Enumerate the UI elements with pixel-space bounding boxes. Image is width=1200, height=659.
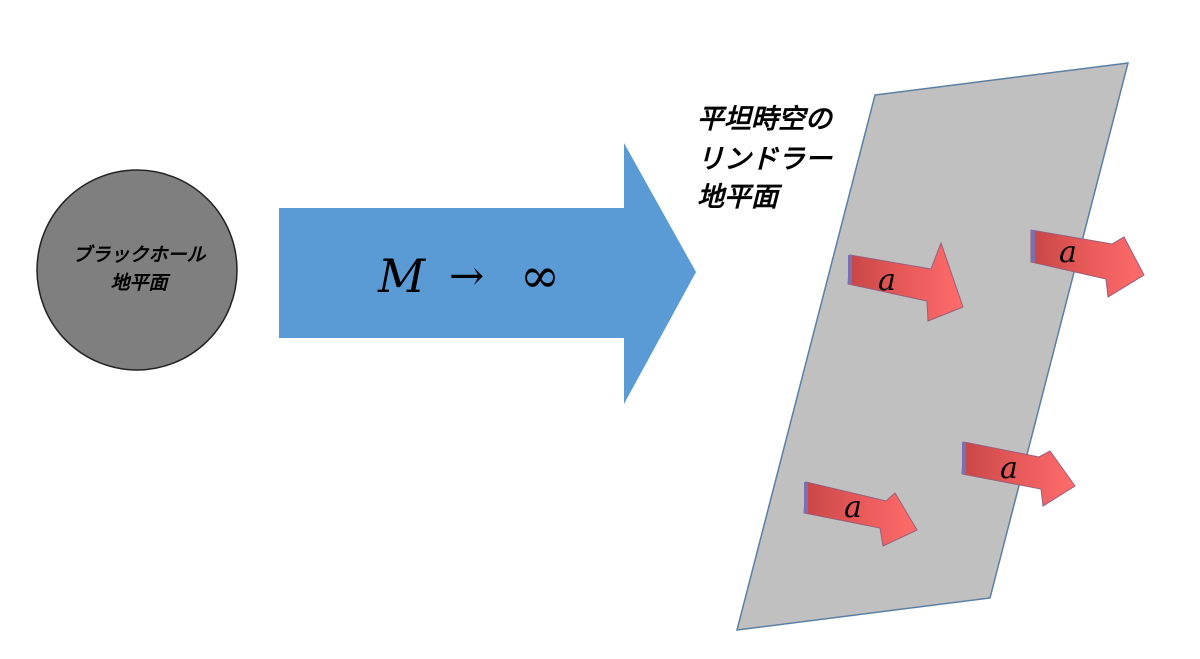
arrow-tail-edge <box>848 255 852 284</box>
limit-arrow-symbol: → <box>449 251 484 300</box>
acceleration-arrow-shape <box>1030 229 1145 298</box>
black-hole-horizon: ブラックホール 地平面 <box>36 169 238 371</box>
acceleration-label: a <box>878 263 896 298</box>
black-hole-circle <box>36 169 238 371</box>
limit-variable-m: M <box>377 249 427 303</box>
acceleration-label: a <box>1059 235 1077 270</box>
arrow-tail-edge <box>804 482 808 513</box>
acceleration-arrow-shape <box>803 481 918 547</box>
rindler-title: 平坦時空の リンドラー 地平面 <box>697 104 834 213</box>
limit-infinity-symbol: ∞ <box>520 248 560 304</box>
acceleration-label: a <box>844 490 862 525</box>
rindler-title-line3: 地平面 <box>697 182 783 213</box>
rindler-horizon-plane <box>735 62 1130 631</box>
rindler-title-line2: リンドラー <box>697 144 833 175</box>
acceleration-arrow-shape <box>961 441 1076 507</box>
black-hole-label-line1: ブラックホール <box>72 244 206 266</box>
limit-arrow: M → ∞ <box>279 143 696 404</box>
acceleration-arrow: a <box>847 241 964 322</box>
arrow-tail-edge <box>1031 230 1035 262</box>
acceleration-arrow: a <box>1030 229 1145 298</box>
black-hole-label-line2: 地平面 <box>110 272 171 294</box>
acceleration-label: a <box>1000 451 1018 486</box>
limit-arrow-shape <box>279 143 696 404</box>
acceleration-arrow: a <box>961 441 1076 507</box>
acceleration-arrow-shape <box>847 241 964 322</box>
rindler-title-line1: 平坦時空の <box>697 104 834 135</box>
acceleration-arrow: a <box>803 481 918 547</box>
arrow-tail-edge <box>962 442 966 474</box>
